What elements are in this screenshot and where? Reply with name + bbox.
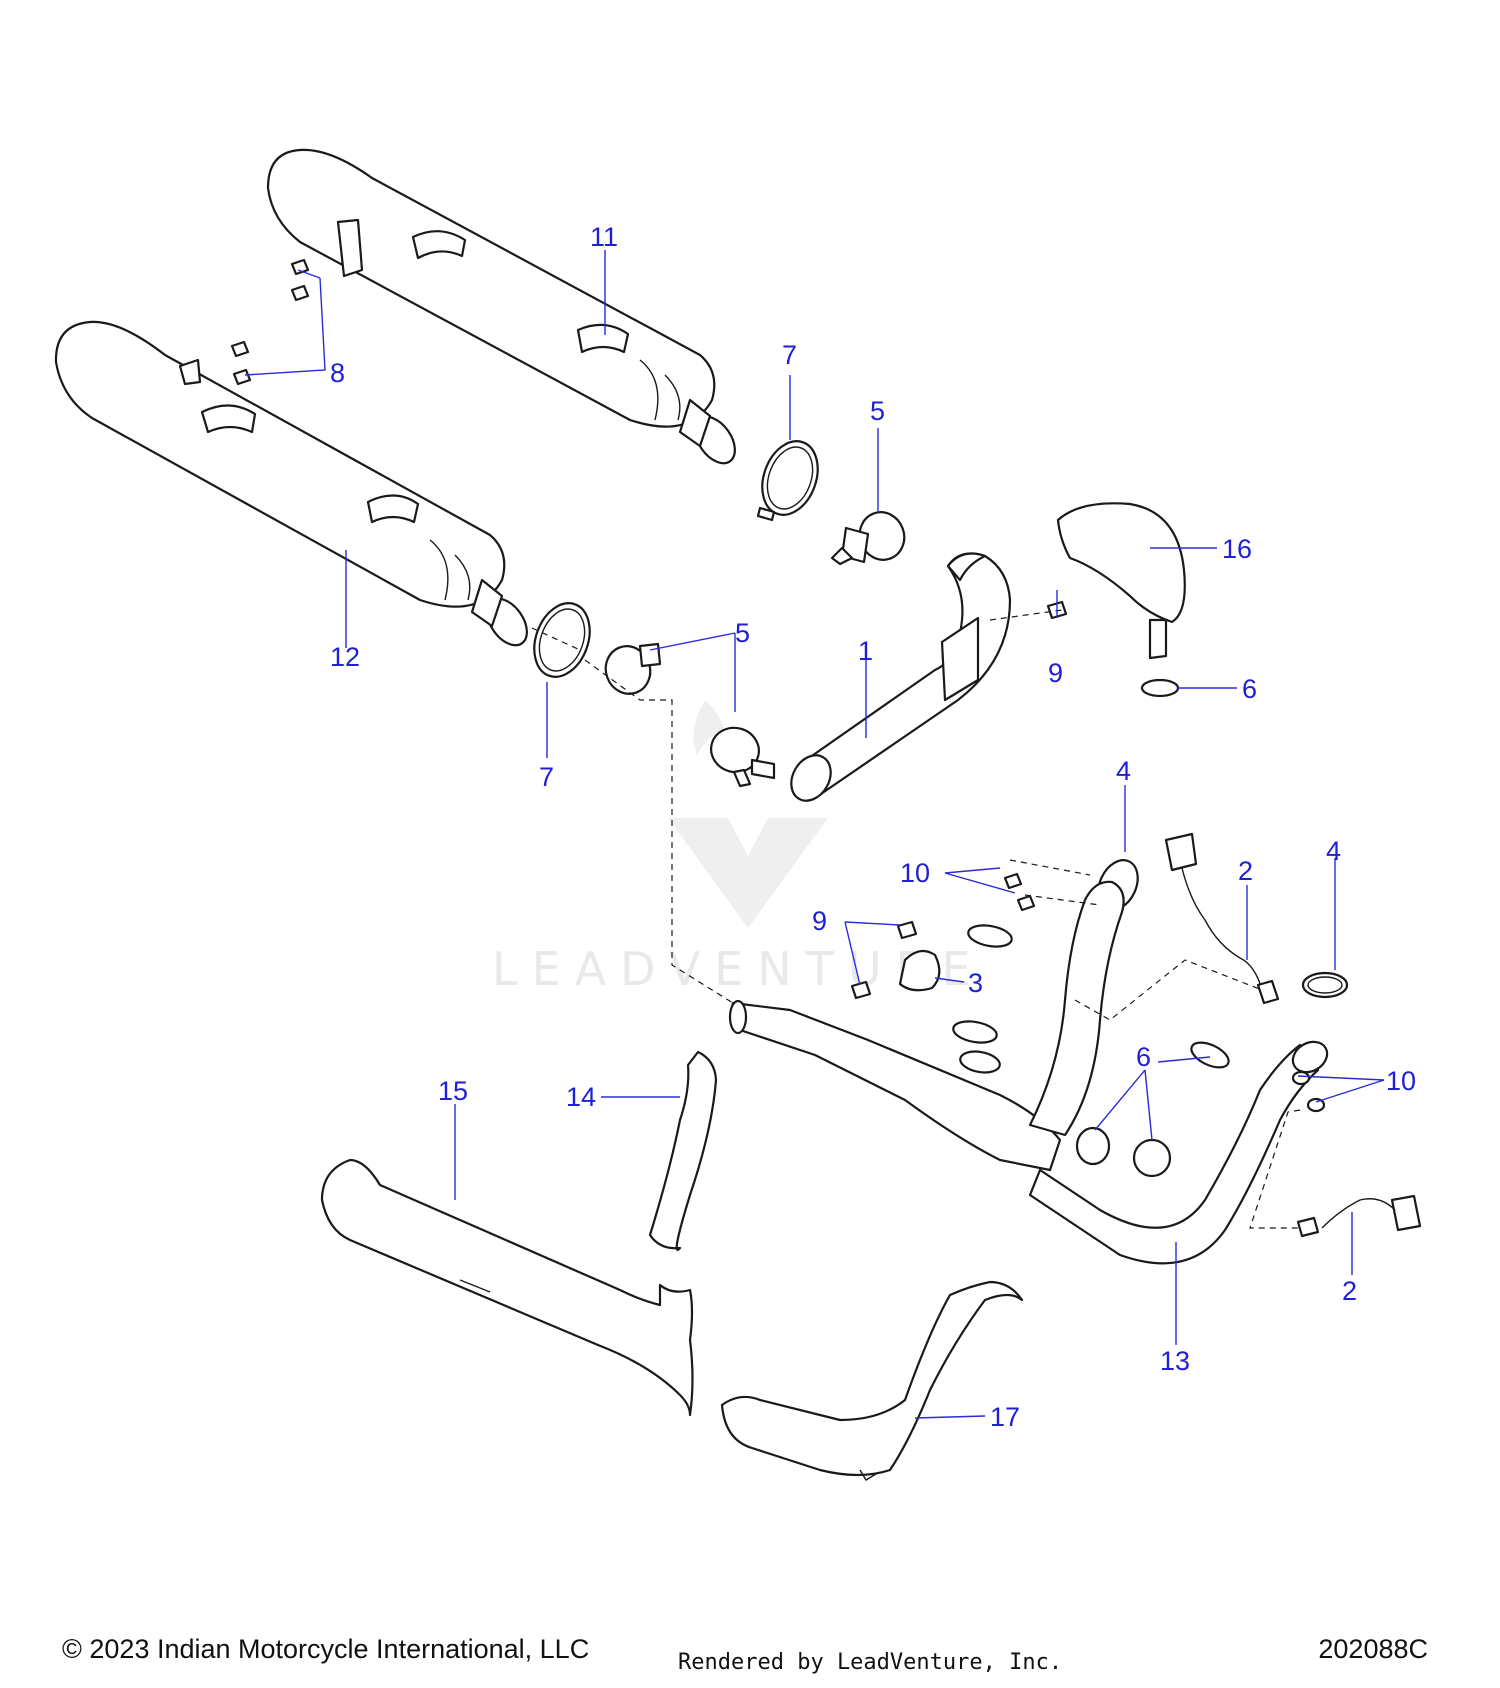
front-pipe-1 <box>790 552 1012 802</box>
callout-11: 11 <box>590 222 618 252</box>
rendered-by-credit: Rendered by LeadVenture, Inc. <box>678 1650 1063 1675</box>
leadventure-watermark: LEADVENTURE <box>492 700 985 996</box>
callout-17: 17 <box>990 1402 1020 1432</box>
clamps-6 <box>952 678 1230 1178</box>
callout-6-upper: 6 <box>1242 674 1257 704</box>
bracket-3 <box>898 949 941 992</box>
callout-12: 12 <box>330 642 360 672</box>
callout-2-lower: 2 <box>1342 1276 1357 1306</box>
oxygen-sensors-2 <box>1164 832 1422 1238</box>
callout-4-right: 4 <box>1326 836 1341 866</box>
callout-10-lower: 10 <box>1386 1066 1416 1096</box>
callout-1: 1 <box>858 636 873 666</box>
clamps-5 <box>604 511 906 788</box>
callout-9-lower: 9 <box>812 906 827 936</box>
copyright-notice: © 2023 Indian Motorcycle International, … <box>62 1634 590 1664</box>
upper-muffler <box>266 148 736 465</box>
lower-muffler <box>54 320 528 647</box>
callout-7-lower: 7 <box>539 762 554 792</box>
callout-13: 13 <box>1160 1346 1190 1376</box>
heat-shield-14 <box>648 1050 718 1251</box>
callout-16: 16 <box>1222 534 1252 564</box>
callout-15: 15 <box>438 1076 468 1106</box>
rear-pipe-13 <box>728 872 1329 1265</box>
heat-shield-16 <box>1056 502 1186 660</box>
bolts-9 <box>850 600 1068 1000</box>
dashed-guide-lines <box>531 609 1301 1229</box>
gasket-rings-7 <box>533 440 819 678</box>
callout-4-upper: 4 <box>1116 756 1131 786</box>
callout-5-lower: 5 <box>735 618 750 648</box>
callout-10-upper: 10 <box>900 858 930 888</box>
callout-5-upper: 5 <box>870 396 885 426</box>
callout-3: 3 <box>968 968 983 998</box>
gaskets-4 <box>1097 859 1349 999</box>
callout-8: 8 <box>330 358 345 388</box>
callout-2-upper: 2 <box>1238 856 1253 886</box>
callout-leaders <box>244 250 1385 1419</box>
drawing-number: 202088C <box>1318 1634 1428 1664</box>
heat-shield-17 <box>720 1280 1024 1481</box>
heat-shield-15 <box>320 1158 694 1417</box>
bolts-8 <box>230 258 310 386</box>
callout-numbers: 11 7 5 8 16 12 5 1 9 6 7 4 10 2 4 9 3 6 … <box>330 222 1416 1432</box>
callout-14: 14 <box>566 1082 596 1112</box>
callout-6-lower: 6 <box>1136 1042 1151 1072</box>
callout-7-upper: 7 <box>782 340 797 370</box>
callout-9-upper: 9 <box>1048 658 1063 688</box>
watermark-text: LEADVENTURE <box>492 942 985 996</box>
